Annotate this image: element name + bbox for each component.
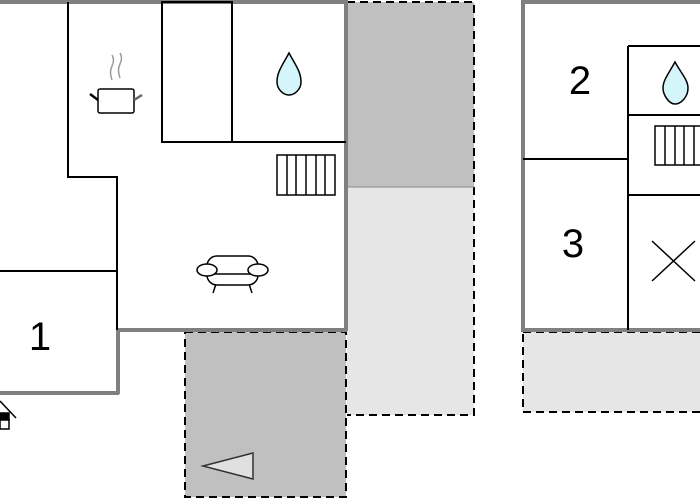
- armchair-icon: [196, 255, 269, 294]
- water-drop-icon: [276, 51, 302, 96]
- stairs-icon: [654, 125, 700, 166]
- terrace-entrance: [184, 331, 347, 498]
- closet-wall: [161, 1, 233, 143]
- entrance-arrow-icon: [200, 452, 254, 480]
- terrace-dark-top: [347, 2, 474, 187]
- left-building: 1: [0, 0, 348, 480]
- cross-icon: [651, 240, 696, 282]
- kitchen-wall: [67, 2, 118, 330]
- stairs-icon: [276, 154, 336, 196]
- terrace-areas: [184, 1, 700, 498]
- right-building-floor: [523, 2, 700, 330]
- room-label-1: 1: [29, 315, 51, 359]
- house-icon: [0, 400, 17, 430]
- room-1-floor: [0, 271, 117, 393]
- right-building: 2 3: [521, 0, 700, 332]
- water-drop-icon: [662, 60, 689, 105]
- terrace-light-right: [347, 187, 474, 415]
- terrace-right-building: [522, 331, 700, 413]
- room-label-3: 3: [562, 222, 584, 266]
- terrace-outline: [347, 1, 475, 416]
- kitchen-pot-icon: [89, 52, 143, 114]
- room-label-2: 2: [569, 59, 591, 103]
